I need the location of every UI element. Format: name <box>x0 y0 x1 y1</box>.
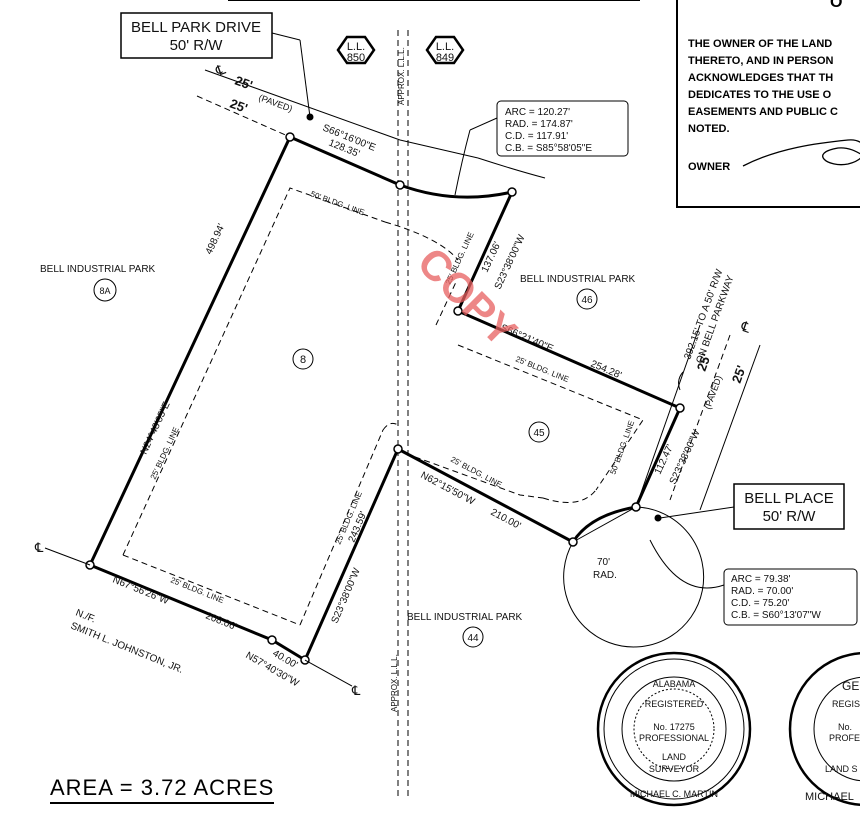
lot-46-marker: 46 <box>576 288 598 310</box>
curve-2-table: ARC = 79.38' RAD. = 70.00' C.D. = 75.20'… <box>649 539 858 626</box>
bell-park-drive-name: BELL PARK DRIVE <box>131 19 261 36</box>
svg-text:850: 850 <box>347 52 365 64</box>
svg-text:No. 17275: No. 17275 <box>653 722 695 732</box>
svg-text:℄: ℄ <box>351 683 361 698</box>
svg-text:8: 8 <box>300 354 306 366</box>
land-lot-849-marker: L.L. 849 <box>425 35 465 65</box>
svg-text:44: 44 <box>467 633 479 644</box>
svg-text:C.B. = S85°58'05"E: C.B. = S85°58'05"E <box>505 143 592 154</box>
svg-text:RAD. = 70.00': RAD. = 70.00' <box>731 586 793 597</box>
svg-text:ARC = 79.38': ARC = 79.38' <box>731 574 791 585</box>
svg-text:25': 25' <box>729 363 749 385</box>
surveyor-seal-alabama: ALABAMA REGISTERED No. 17275 PROFESSIONA… <box>596 651 752 807</box>
svg-text:BELL PLACE: BELL PLACE <box>744 490 834 507</box>
centerline-symbol-park: ℄ <box>213 61 228 79</box>
svg-text:REGIS: REGIS <box>832 699 860 709</box>
svg-text:25': 25' <box>694 351 714 373</box>
svg-text:849: 849 <box>436 52 454 64</box>
bell-park-drive-road <box>196 69 546 179</box>
area-label: AREA = 3.72 ACRES <box>50 776 275 804</box>
svg-text:50' BLDG. LINE: 50' BLDG. LINE <box>608 419 636 475</box>
owner-heading: O <box>830 0 843 11</box>
svg-text:(PAVED): (PAVED) <box>702 374 723 410</box>
svg-text:254.28': 254.28' <box>589 359 623 382</box>
svg-text:50' BLDG. LINE: 50' BLDG. LINE <box>309 189 365 217</box>
svg-text:PROFE: PROFE <box>829 733 860 743</box>
lot-8a-marker: 8A <box>93 278 117 302</box>
approx-lll-bottom: APPROX. L.L.L. <box>390 654 399 712</box>
svg-text:70': 70' <box>597 557 610 568</box>
svg-text:PROFESSIONAL: PROFESSIONAL <box>639 733 709 743</box>
owner-signature-label: OWNER <box>688 161 731 173</box>
approx-lll-top: APPROX. L.L.L. <box>397 47 406 105</box>
lot-44-marker: 44 <box>462 626 484 648</box>
bell-park-width-bottom: 25' <box>228 96 250 116</box>
bell-park-drive-callout: BELL PARK DRIVE 50' R/W <box>120 12 314 121</box>
svg-text:ARC = 120.27': ARC = 120.27' <box>505 107 570 118</box>
svg-text:REGISTERED: REGISTERED <box>645 699 704 709</box>
lot-8-marker: 8 <box>292 348 314 370</box>
svg-text:℄: ℄ <box>34 540 44 555</box>
svg-text:8A: 8A <box>99 286 110 296</box>
svg-text:RAD. = 174.87': RAD. = 174.87' <box>505 119 573 130</box>
building-setback-lines <box>122 30 644 800</box>
svg-text:LAND: LAND <box>662 752 687 762</box>
svg-text:RAD.: RAD. <box>593 570 617 581</box>
owner-certificate: O THE OWNER OF THE LAND THERETO, AND IN … <box>676 0 860 208</box>
svg-text:N67°56'26"W: N67°56'26"W <box>111 575 171 608</box>
svg-text:S23°38'00"W: S23°38'00"W <box>668 428 703 487</box>
centerline-symbol-place: ℄ <box>738 317 753 335</box>
svg-text:C.B. = S60°13'07"W: C.B. = S60°13'07"W <box>731 610 821 621</box>
corner-pins <box>85 132 685 665</box>
svg-text:No.: No. <box>838 722 852 732</box>
bell-park-width-top: 25' <box>233 73 255 93</box>
surveyor-seal-georgia: GEO REGIS No. PROFE LAND S MICHAEL <box>788 651 860 807</box>
industrial-park-label-south: BELL INDUSTRIAL PARK <box>407 612 523 623</box>
svg-text:C.D. = 117.91': C.D. = 117.91' <box>505 131 568 142</box>
bell-place-cul-de-sac <box>563 324 761 648</box>
owner-text: THE OWNER OF THE LAND THERETO, AND IN PE… <box>688 38 838 135</box>
svg-text:45: 45 <box>533 428 545 439</box>
svg-text:MICHAEL: MICHAEL <box>805 791 854 803</box>
bell-place-callout: BELL PLACE 50' R/W <box>654 483 845 530</box>
svg-text:LAND S: LAND S <box>825 764 858 774</box>
svg-text:MICHAEL C. MARTIN: MICHAEL C. MARTIN <box>630 789 718 799</box>
svg-text:208.06': 208.06' <box>204 611 238 633</box>
land-lot-850-marker: L.L. 850 <box>336 35 376 65</box>
industrial-park-label-east: BELL INDUSTRIAL PARK <box>520 274 636 285</box>
curve-1-table: ARC = 120.27' RAD. = 174.87' C.D. = 117.… <box>454 100 629 196</box>
svg-text:210.00': 210.00' <box>489 507 523 532</box>
industrial-park-label-west: BELL INDUSTRIAL PARK <box>40 264 156 275</box>
svg-text:L.L.: L.L. <box>436 41 454 53</box>
svg-text:46: 46 <box>581 295 593 306</box>
owner-signature-scribble <box>742 139 860 167</box>
svg-text:C.D. = 75.20': C.D. = 75.20' <box>731 598 789 609</box>
svg-text:SMITH L. JOHNSTON, JR.: SMITH L. JOHNSTON, JR. <box>69 621 185 676</box>
svg-text:GEO: GEO <box>842 679 860 693</box>
bell-park-drive-rw: 50' R/W <box>170 37 224 54</box>
svg-text:L.L.: L.L. <box>347 41 365 53</box>
lot-45-marker: 45 <box>528 421 550 443</box>
svg-text:SURVEYOR: SURVEYOR <box>649 764 700 774</box>
svg-text:50' R/W: 50' R/W <box>763 508 817 525</box>
svg-text:ALABAMA: ALABAMA <box>653 679 696 689</box>
svg-text:498.94': 498.94' <box>204 222 228 256</box>
